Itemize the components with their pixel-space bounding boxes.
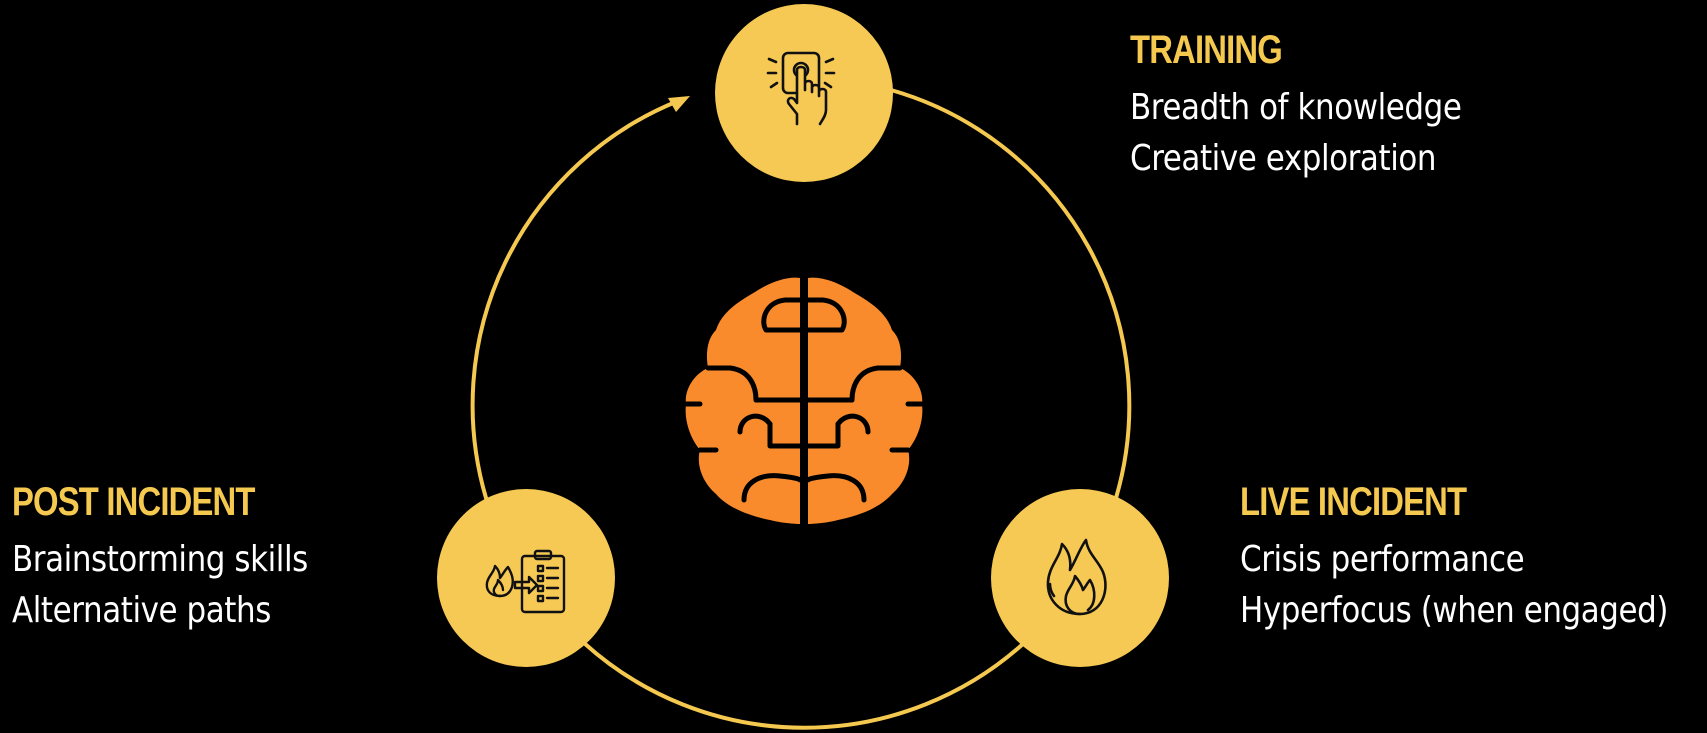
cycle-arc-training-to-live — [889, 88, 1132, 500]
live-incident-line-2: Hyperfocus (when engaged) — [1240, 590, 1668, 631]
post-incident-line-2: Alternative paths — [12, 590, 271, 631]
live-incident-line-1: Crisis performance — [1240, 539, 1525, 580]
fire-checklist-icon — [485, 549, 566, 614]
live-incident-title: LIVE INCIDENT — [1240, 480, 1467, 524]
cycle-arrowhead — [668, 96, 690, 112]
post-incident-line-1: Brainstorming skills — [12, 539, 308, 580]
post-incident-block: POST INCIDENT Brainstorming skills Alter… — [12, 480, 356, 636]
training-title: TRAINING — [1130, 28, 1283, 72]
training-line-2: Creative exploration — [1130, 138, 1437, 179]
fire-icon — [1046, 538, 1107, 616]
post-incident-node — [437, 489, 615, 667]
training-block: TRAINING Breadth of knowledge Creative e… — [1130, 28, 1515, 184]
brain-icon — [683, 277, 925, 524]
training-node — [715, 4, 893, 182]
training-line-1: Breadth of knowledge — [1130, 87, 1462, 128]
cycle-arc-post-to-training — [470, 99, 680, 500]
post-incident-title: POST INCIDENT — [12, 480, 255, 524]
cycle-arc-live-to-post — [582, 641, 1026, 730]
live-incident-node — [991, 489, 1169, 667]
live-incident-block: LIVE INCIDENT Crisis performance Hyperfo… — [1240, 480, 1707, 636]
touch-tap-icon — [766, 51, 836, 126]
